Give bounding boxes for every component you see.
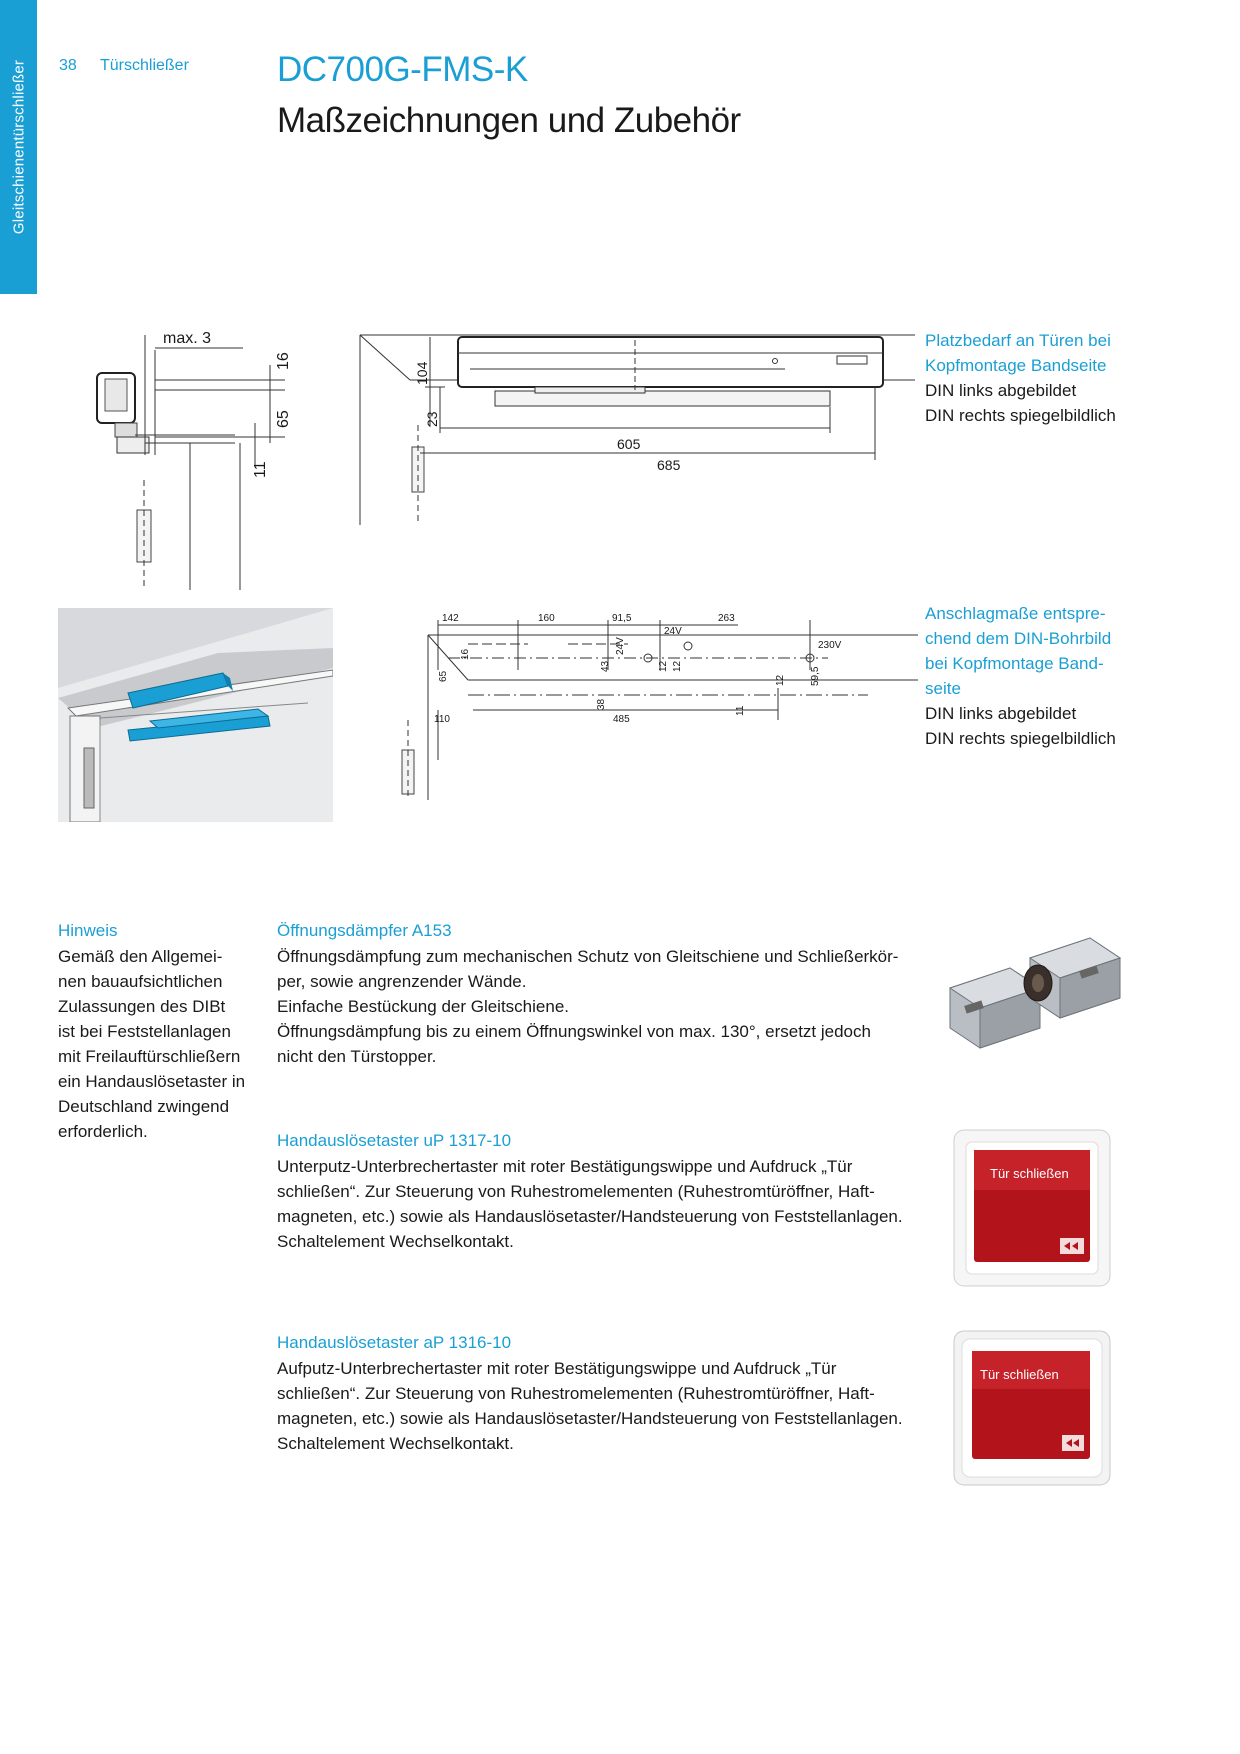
dim-263: 263 bbox=[718, 613, 735, 624]
note-line: mit Freilauftürschließern bbox=[58, 1047, 241, 1066]
caption-head-line: seite bbox=[925, 679, 961, 698]
dim-160: 160 bbox=[538, 613, 555, 624]
product-block-flush-switch: Handauslösetaster uP 1317-10 Unterputz-U… bbox=[277, 1128, 917, 1254]
dim-142: 142 bbox=[442, 613, 459, 624]
note-heading: Hinweis bbox=[58, 921, 118, 940]
product-line: Aufputz-Unterbrechertaster mit roter Bes… bbox=[277, 1359, 837, 1378]
dim-12-c: 12 bbox=[775, 674, 786, 686]
product-line: nicht den Türstopper. bbox=[277, 1047, 437, 1066]
product-heading: Handauslösetaster uP 1317-10 bbox=[277, 1131, 512, 1150]
dim-485: 485 bbox=[613, 714, 630, 725]
drawing2-caption: Anschlagmaße entspre- chend dem DIN-Bohr… bbox=[925, 601, 1215, 751]
closer-front-view bbox=[457, 336, 884, 388]
product-line: magneten, etc.) sowie als Handauslösetas… bbox=[277, 1207, 903, 1226]
side-section-tab: Gleitschienentürschließer bbox=[0, 0, 37, 294]
note-line: Deutschland zwingend bbox=[58, 1097, 230, 1116]
caption-head-line: Anschlagmaße entspre- bbox=[925, 604, 1106, 623]
caption-text-line: DIN links abgebildet bbox=[925, 704, 1077, 723]
dim-23: 23 bbox=[424, 411, 440, 427]
product-line: Schaltelement Wechselkontakt. bbox=[277, 1434, 514, 1453]
dim-91-5: 91,5 bbox=[612, 613, 632, 624]
note-line: ist bei Feststellanlagen bbox=[58, 1022, 231, 1041]
product-line: Schaltelement Wechselkontakt. bbox=[277, 1232, 514, 1251]
dim-12-b: 12 bbox=[672, 660, 683, 672]
page-title: DC700G-FMS-K bbox=[277, 50, 528, 89]
product-line: Einfache Bestückung der Gleitschiene. bbox=[277, 997, 570, 1016]
caption-head-line: chend dem DIN-Bohrbild bbox=[925, 629, 1112, 648]
switch-label: Tür schließen bbox=[990, 1166, 1069, 1181]
dim-685: 685 bbox=[657, 457, 681, 473]
product-line: magneten, etc.) sowie als Handauslösetas… bbox=[277, 1409, 903, 1428]
note-line: erforderlich. bbox=[58, 1122, 148, 1141]
switch-label: Tür schließen bbox=[980, 1367, 1059, 1382]
dim-12-a: 12 bbox=[658, 660, 669, 672]
dim-110: 110 bbox=[434, 714, 450, 725]
dim-16-b: 16 bbox=[460, 648, 471, 660]
dim-11-b: 11 bbox=[735, 705, 746, 716]
dimension-drawing-installation: max. 3 16 65 11 104 23 605 685 bbox=[96, 330, 915, 590]
drawing1-caption: Platzbedarf an Türen bei Kopfmontage Ban… bbox=[925, 328, 1215, 428]
product-line: schließen“. Zur Steuerung von Ruhestrome… bbox=[277, 1182, 875, 1201]
dim-605: 605 bbox=[617, 436, 641, 452]
product-line: Öffnungsdämpfung zum mechanischen Schutz… bbox=[277, 947, 899, 966]
product-block-surface-switch: Handauslösetaster aP 1316-10 Aufputz-Unt… bbox=[277, 1330, 917, 1456]
page-subtitle: Maßzeichnungen und Zubehör bbox=[277, 101, 741, 140]
side-tab-label: Gleitschienentürschließer bbox=[10, 59, 28, 235]
dim-43: 43 bbox=[600, 660, 611, 672]
dim-11: 11 bbox=[252, 461, 269, 478]
caption-head-line: bei Kopfmontage Band- bbox=[925, 654, 1104, 673]
caption-head-line: Platzbedarf an Türen bei bbox=[925, 331, 1111, 350]
note-line: Zulassungen des DIBt bbox=[58, 997, 226, 1016]
dim-max3: max. 3 bbox=[163, 330, 211, 347]
note-line: Gemäß den Allgemei- bbox=[58, 947, 223, 966]
caption-text-line: DIN rechts spiegelbildlich bbox=[925, 729, 1116, 748]
label-24v-b: 24V bbox=[615, 637, 626, 655]
surface-switch-photo: Tür schließen bbox=[953, 1330, 1111, 1486]
dimension-drawing-mounting: 142 160 91,5 263 24V 24V 230V 16 65 43 1… bbox=[401, 613, 918, 800]
product-line: schließen“. Zur Steuerung von Ruhestrome… bbox=[277, 1384, 875, 1403]
label-230v: 230V bbox=[818, 640, 842, 651]
caption-text-line: DIN links abgebildet bbox=[925, 381, 1077, 400]
dim-16: 16 bbox=[275, 352, 292, 370]
product-heading: Öffnungsdämpfer A153 bbox=[277, 921, 452, 940]
product-line: Unterputz-Unterbrechertaster mit roter B… bbox=[277, 1157, 853, 1176]
isometric-door-illustration bbox=[58, 608, 333, 822]
note-block: Hinweis Gemäß den Allgemei- nen bauaufsi… bbox=[58, 918, 258, 1144]
section-name: Türschließer bbox=[100, 57, 189, 74]
page-number: 38 bbox=[59, 57, 77, 74]
label-24v-a: 24V bbox=[664, 626, 682, 637]
product-line: per, sowie angrenzender Wände. bbox=[277, 972, 527, 991]
product-heading: Handauslösetaster aP 1316-10 bbox=[277, 1333, 512, 1352]
caption-text-line: DIN rechts spiegelbildlich bbox=[925, 406, 1116, 425]
dim-38: 38 bbox=[596, 698, 607, 710]
note-line: nen bauaufsichtlichen bbox=[58, 972, 223, 991]
opening-damper-photo bbox=[948, 937, 1122, 1049]
dim-65-b: 65 bbox=[438, 670, 449, 682]
note-line: ein Handauslösetaster in bbox=[58, 1072, 246, 1091]
dim-104: 104 bbox=[414, 361, 430, 385]
product-block-opening-damper: Öffnungsdämpfer A153 Öffnungsdämpfung zu… bbox=[277, 918, 917, 1069]
dim-65: 65 bbox=[275, 410, 292, 428]
dim-59-5: 59,5 bbox=[810, 666, 821, 686]
flush-switch-photo: Tür schließen bbox=[953, 1129, 1111, 1287]
caption-head-line: Kopfmontage Bandseite bbox=[925, 356, 1107, 375]
product-line: Öffnungsdämpfung bis zu einem Öffnungswi… bbox=[277, 1022, 871, 1041]
